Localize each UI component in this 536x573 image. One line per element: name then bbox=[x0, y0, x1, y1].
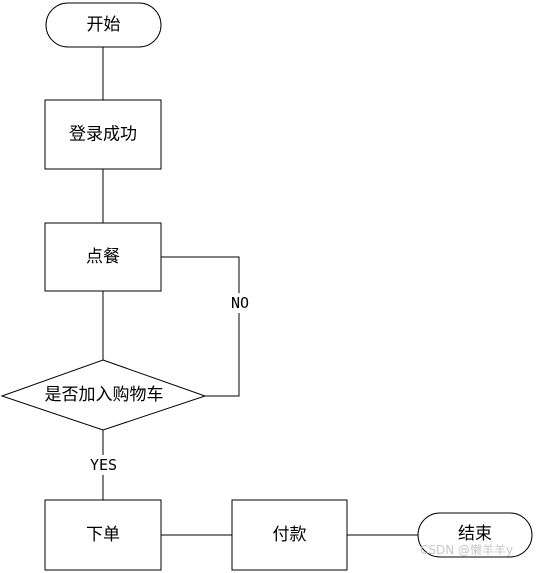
place-order-node-label: 下单 bbox=[86, 525, 120, 545]
login-node bbox=[44, 99, 162, 170]
end-node bbox=[417, 512, 533, 558]
watermark: CSDN @懒羊羊y bbox=[420, 542, 513, 557]
place-order-node bbox=[44, 499, 162, 571]
pay-node bbox=[231, 499, 348, 571]
no-label-backdrop bbox=[228, 293, 252, 313]
edge-label-no: NO bbox=[231, 294, 249, 312]
pay-node-label: 付款 bbox=[273, 525, 307, 545]
start-node bbox=[45, 2, 162, 48]
decision-node-label: 是否加入购物车 bbox=[45, 385, 164, 405]
login-node-label: 登录成功 bbox=[69, 125, 137, 145]
order-food-node bbox=[44, 222, 162, 292]
order-food-node-label: 点餐 bbox=[86, 247, 120, 267]
yes-label-backdrop bbox=[87, 455, 120, 475]
edge-decision-no-loop bbox=[161, 256, 240, 397]
decision-node bbox=[0, 359, 207, 431]
end-node-label: 结束 bbox=[458, 524, 492, 544]
edge-label-yes: YES bbox=[90, 456, 117, 474]
start-node-label: 开始 bbox=[87, 15, 121, 35]
